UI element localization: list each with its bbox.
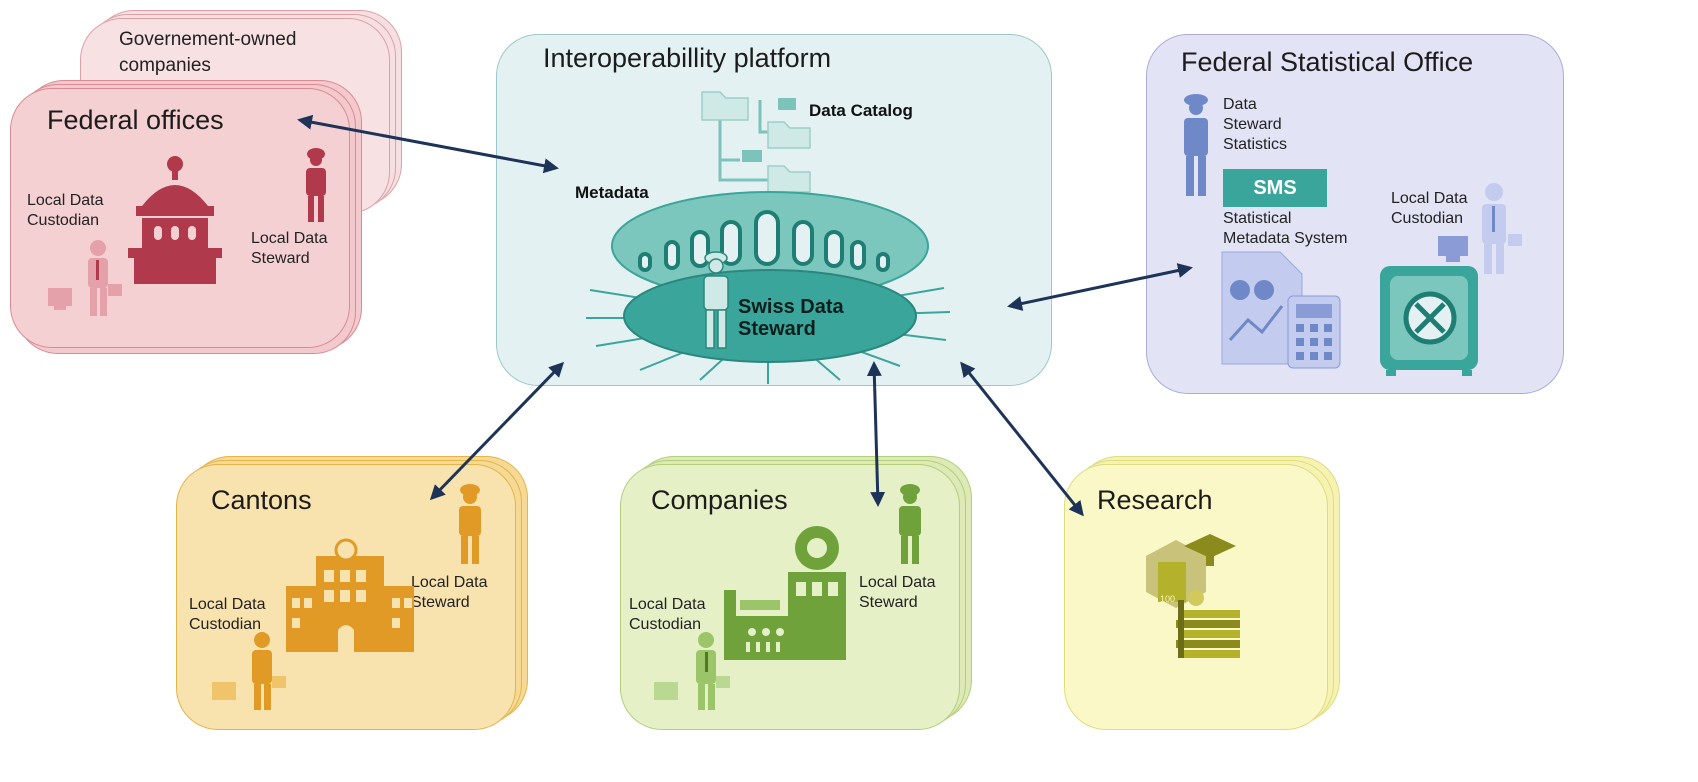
federal-custodian-label: Local Data Custodian	[27, 192, 104, 229]
research-box: Research	[1064, 464, 1328, 730]
data-catalog-label: Data Catalog	[809, 101, 913, 120]
cantons-custodian-label: Local Data Custodian	[189, 596, 266, 633]
companies-steward-label: Local Data Steward	[859, 574, 936, 611]
cantons-title: Cantons	[211, 485, 312, 515]
companies-box: Companies Local Data Steward Local Data …	[620, 464, 960, 730]
fso-box: Federal Statistical Office Data Steward …	[1146, 34, 1564, 394]
companies-custodian-label: Local Data Custodian	[629, 596, 706, 633]
research-book-label: 100	[1160, 594, 1176, 604]
cantons-steward-label: Local Data Steward	[411, 574, 488, 611]
gov-companies-title: Governement-owned companies	[119, 29, 297, 76]
platform-title: Interoperabillity platform	[543, 43, 832, 73]
federal-steward-label: Local Data Steward	[251, 230, 328, 267]
fso-steward-label: Data Steward Statistics	[1223, 96, 1288, 153]
federal-custodian-person-icon	[48, 240, 122, 316]
swiss-data-steward-label: Swiss Data Steward	[738, 296, 844, 340]
research-title: Research	[1097, 485, 1213, 515]
companies-title: Companies	[651, 485, 788, 515]
fso-custodian-label: Local Data Custodian	[1391, 190, 1468, 227]
fso-title: Federal Statistical Office	[1181, 47, 1474, 77]
federal-offices-title: Federal offices	[47, 105, 224, 135]
sms-label: Statistical Metadata System	[1223, 210, 1348, 247]
sms-badge: SMS	[1223, 169, 1327, 207]
parliament-building-icon	[128, 156, 222, 284]
federal-steward-person-icon	[306, 148, 326, 222]
arrow-research-platform	[960, 361, 1084, 517]
cantons-box: Cantons Local Data Steward Local Data Cu…	[176, 464, 516, 730]
metadata-label: Metadata	[575, 183, 649, 202]
